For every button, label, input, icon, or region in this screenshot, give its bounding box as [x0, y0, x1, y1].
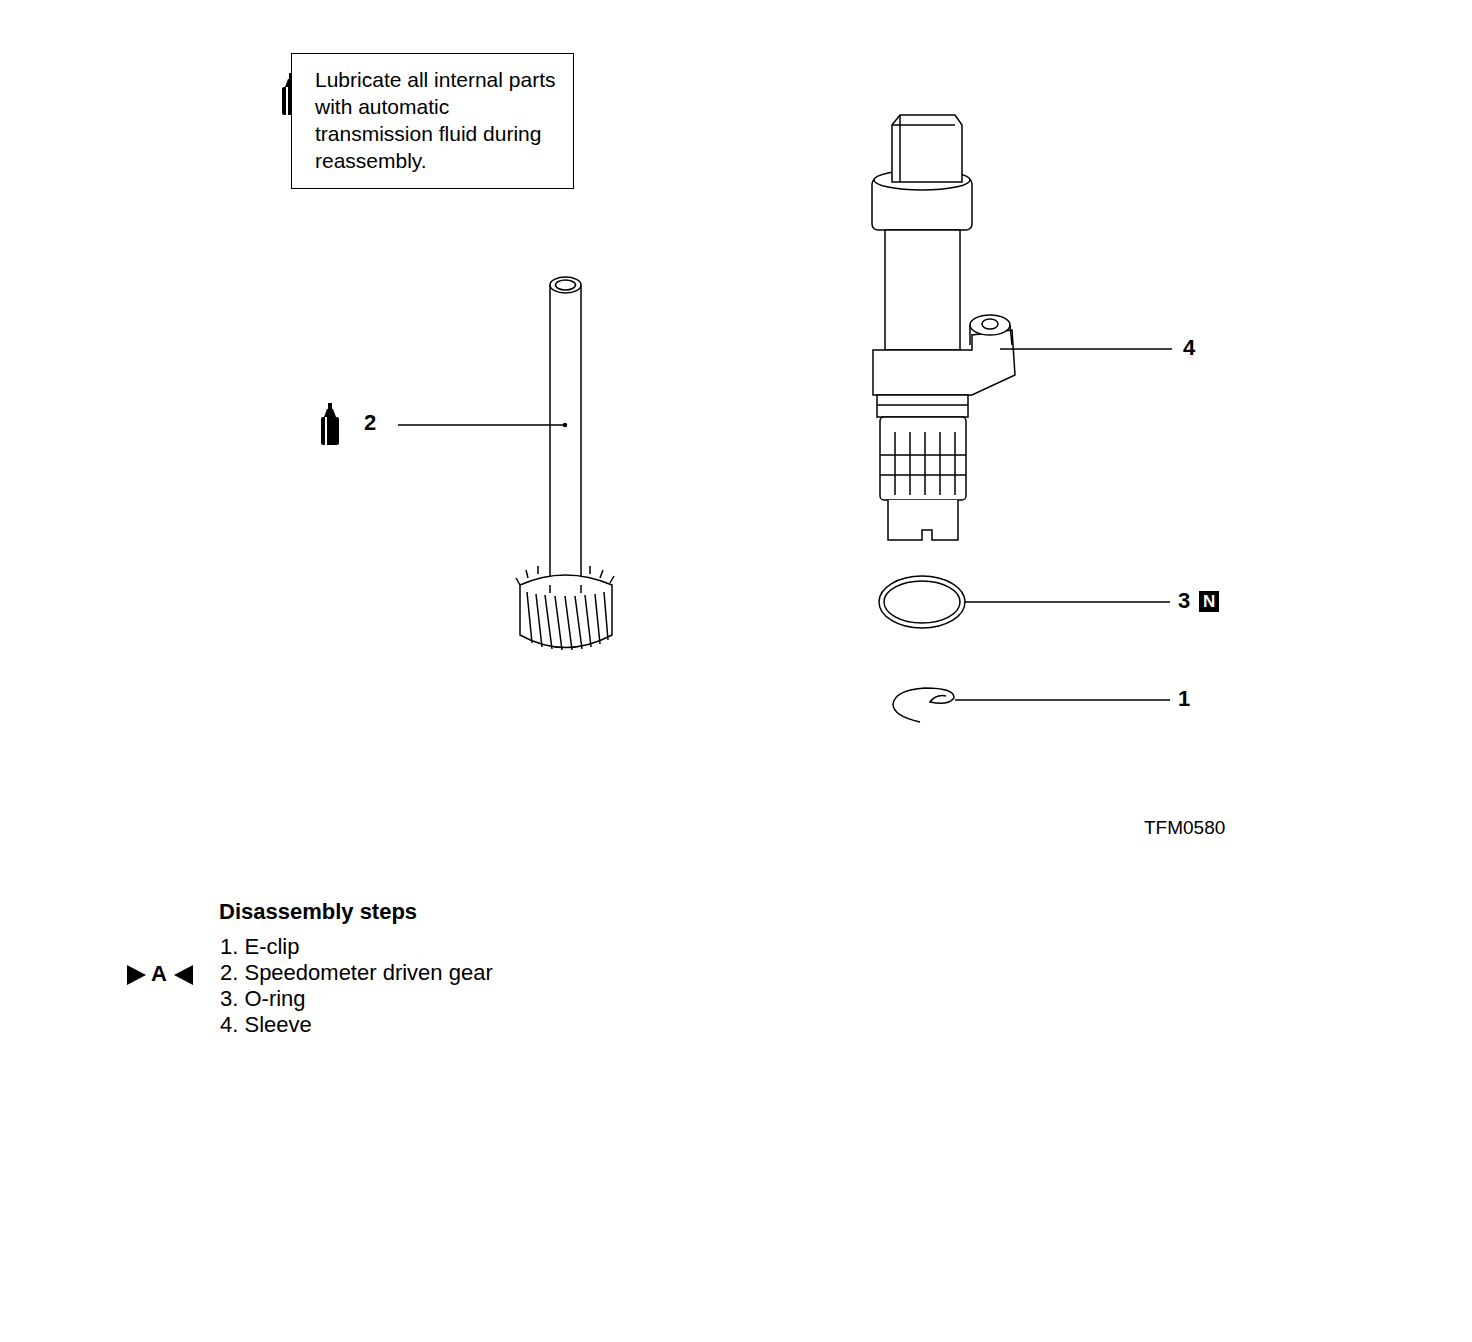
step-item: 2. Speedometer driven gear: [220, 960, 493, 986]
e-clip: [893, 688, 954, 722]
marker-arrow: [127, 965, 146, 985]
figure-code: TFM0580: [1144, 817, 1225, 840]
callout-number: 2: [364, 410, 376, 436]
driven-gear: [516, 277, 614, 650]
node-text: Lubricate all internal parts with automa…: [315, 66, 561, 174]
callout-number: 1: [1178, 686, 1190, 712]
marker-arrow: [174, 965, 193, 985]
sleeve: [872, 115, 1015, 540]
step-item: 1. E-clip: [220, 934, 299, 960]
step-item: 3. O-ring: [220, 986, 306, 1012]
new-part-mark: N: [1199, 591, 1219, 612]
lube-icon: [321, 403, 339, 445]
node-text: N: [1203, 591, 1215, 612]
step-item: 4. Sleeve: [220, 1012, 312, 1038]
service-point-mark: A: [151, 961, 167, 987]
callout-number: 4: [1183, 335, 1195, 361]
o-ring: [879, 576, 965, 628]
note-box: Lubricate all internal parts with automa…: [291, 53, 574, 189]
callout-number: 3: [1178, 588, 1190, 614]
step-heading: Disassembly steps: [219, 899, 417, 925]
